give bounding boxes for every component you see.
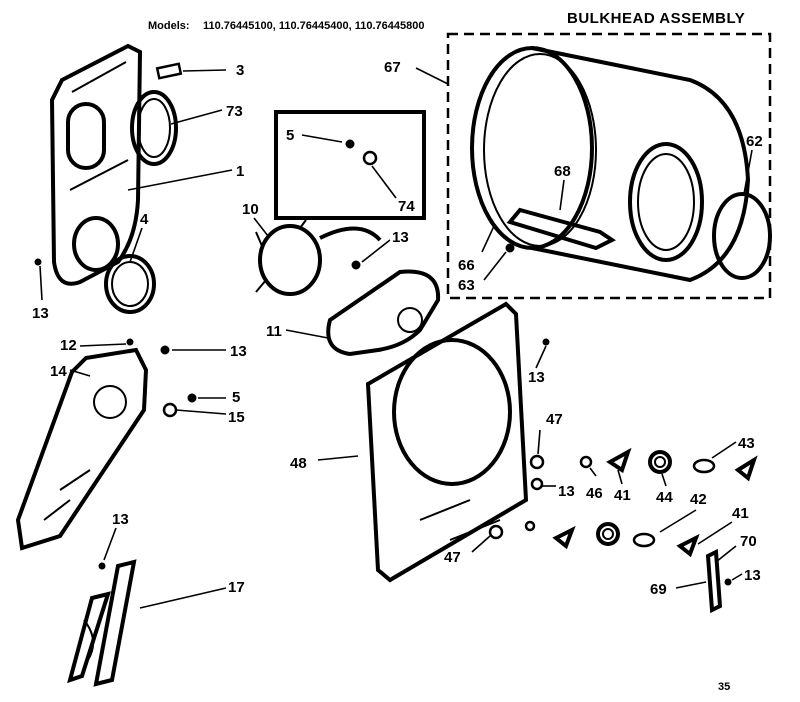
drum-back-opening [628, 142, 704, 262]
callout-43: 43 [738, 435, 755, 452]
door-opening [66, 102, 106, 170]
callout-63: 63 [458, 277, 475, 294]
bulkhead-part [365, 301, 529, 583]
blower-assembly [255, 219, 441, 357]
callout-42: 42 [690, 491, 707, 508]
callout-73: 73 [226, 103, 243, 120]
ring-part [104, 254, 156, 314]
callout-62: 62 [746, 133, 763, 150]
gasket-part [130, 90, 178, 166]
callout-41: 41 [732, 505, 749, 522]
callout-69: 69 [650, 581, 667, 598]
drum-part [531, 46, 751, 283]
button-part [155, 62, 183, 80]
leader-lines [39, 67, 753, 609]
callout-13: 13 [558, 483, 575, 500]
bracket-assembly [67, 559, 137, 687]
callout-12: 12 [60, 337, 77, 354]
callout-67: 67 [384, 59, 401, 76]
callout-13: 13 [112, 511, 129, 528]
callout-13: 13 [744, 567, 761, 584]
part-callouts: 3 73 1 4 13 12 13 14 5 15 13 17 5 74 10 … [32, 59, 763, 598]
callout-5: 5 [286, 127, 294, 144]
callout-10: 10 [242, 201, 259, 218]
callout-70: 70 [740, 533, 757, 550]
page-number: 35 [718, 681, 730, 693]
impeller-part [258, 224, 322, 296]
callout-1: 1 [236, 163, 244, 180]
callout-15: 15 [228, 409, 245, 426]
callout-47: 47 [444, 549, 461, 566]
front-panel-assembly [34, 43, 183, 314]
bracket-part [93, 559, 137, 687]
screw-part [34, 258, 42, 266]
callout-13: 13 [528, 369, 545, 386]
models-list: 110.76445100, 110.76445400, 110.76445800 [203, 20, 424, 32]
callout-13: 13 [32, 305, 49, 322]
callout-11: 11 [266, 323, 282, 340]
callout-17: 17 [228, 579, 245, 596]
bulkhead-opening [392, 338, 512, 486]
roller-part-upper [648, 450, 672, 474]
blower-housing-part [326, 269, 441, 357]
roller-hardware [524, 447, 758, 614]
drum-rim [470, 46, 594, 250]
baffle-part [506, 207, 616, 251]
drum-assembly [446, 32, 772, 300]
callout-66: 66 [458, 257, 475, 274]
callout-74: 74 [398, 198, 415, 215]
drum-seal-part [712, 192, 772, 280]
callout-41: 41 [614, 487, 631, 504]
callout-44: 44 [656, 489, 673, 506]
models-label: Models: [148, 20, 190, 32]
callout-46: 46 [586, 485, 603, 502]
callout-48: 48 [290, 455, 307, 472]
roller-part-lower [596, 522, 620, 546]
duct-assembly [15, 338, 197, 570]
duct-part [15, 347, 149, 551]
diagram-title: BULKHEAD ASSEMBLY [567, 10, 745, 27]
callout-13: 13 [392, 229, 409, 246]
inset-box [274, 110, 426, 220]
callout-5: 5 [232, 389, 240, 406]
panel-vent-opening [72, 216, 120, 272]
callout-13: 13 [230, 343, 247, 360]
rear-bulkhead-assembly [365, 301, 550, 583]
callout-4: 4 [140, 211, 149, 228]
inset-frame [274, 110, 426, 220]
callout-47: 47 [546, 411, 563, 428]
callout-68: 68 [554, 163, 571, 180]
roller-bracket-part [705, 548, 723, 614]
drum-dashed-frame [446, 32, 772, 300]
callout-14: 14 [50, 363, 67, 380]
callout-3: 3 [236, 62, 244, 79]
